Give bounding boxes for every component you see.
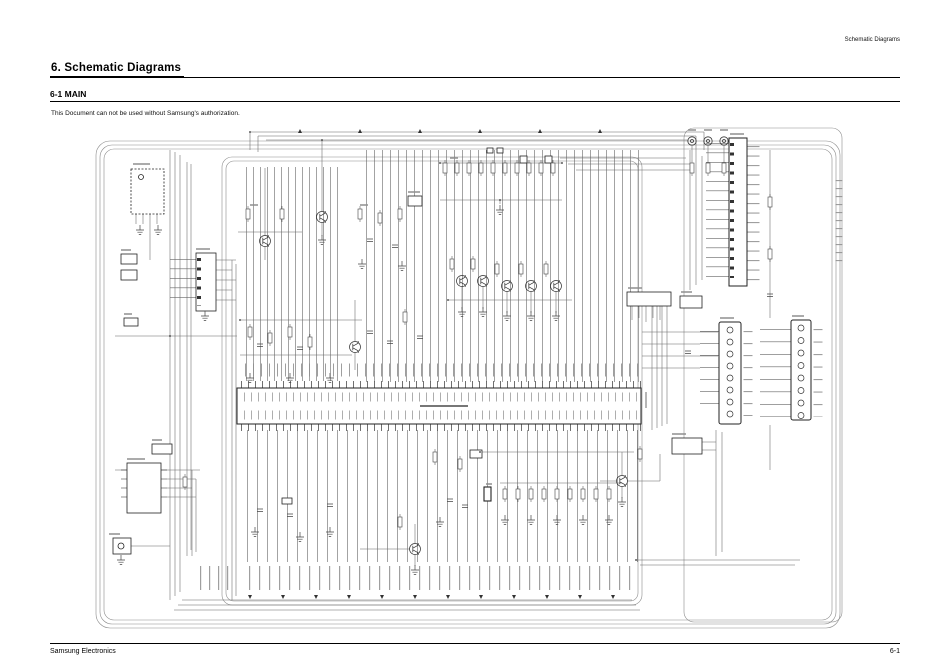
pin-connector-1 — [718, 321, 742, 425]
pin-connector-2 — [790, 319, 812, 421]
chapter-heading-row: 6. Schematic Diagrams — [50, 62, 900, 78]
section-rule — [88, 101, 900, 102]
header-connector — [626, 291, 672, 307]
chapter-rule — [184, 77, 900, 78]
reference-label-marks — [109, 129, 804, 535]
pin-label-rows — [200, 146, 843, 590]
section-heading-row: 6-1 MAIN — [50, 89, 900, 102]
running-header: Schematic Diagrams — [844, 37, 900, 43]
chapter-title: 6. Schematic Diagrams — [50, 62, 185, 78]
central-ic — [236, 381, 647, 431]
page-footer: Samsung Electronics 6-1 — [50, 643, 900, 655]
transistors — [259, 210, 628, 556]
left-connector — [195, 252, 217, 312]
section-title: 6-1 MAIN — [50, 89, 89, 102]
interconnect-wiring — [115, 131, 800, 611]
authorization-notice: This Document can not be used without Sa… — [51, 110, 240, 117]
capacitors — [256, 238, 774, 517]
connector-wire-fans — [170, 143, 791, 417]
tuner-module — [130, 168, 165, 215]
terminal-arrows — [248, 129, 615, 599]
junction-dots — [169, 131, 637, 561]
footer-company: Samsung Electronics — [50, 648, 116, 655]
wire-fields — [246, 150, 640, 562]
right-connectors — [197, 136, 812, 425]
eeprom-ic — [126, 462, 162, 514]
footer-page-number: 6-1 — [889, 648, 900, 655]
